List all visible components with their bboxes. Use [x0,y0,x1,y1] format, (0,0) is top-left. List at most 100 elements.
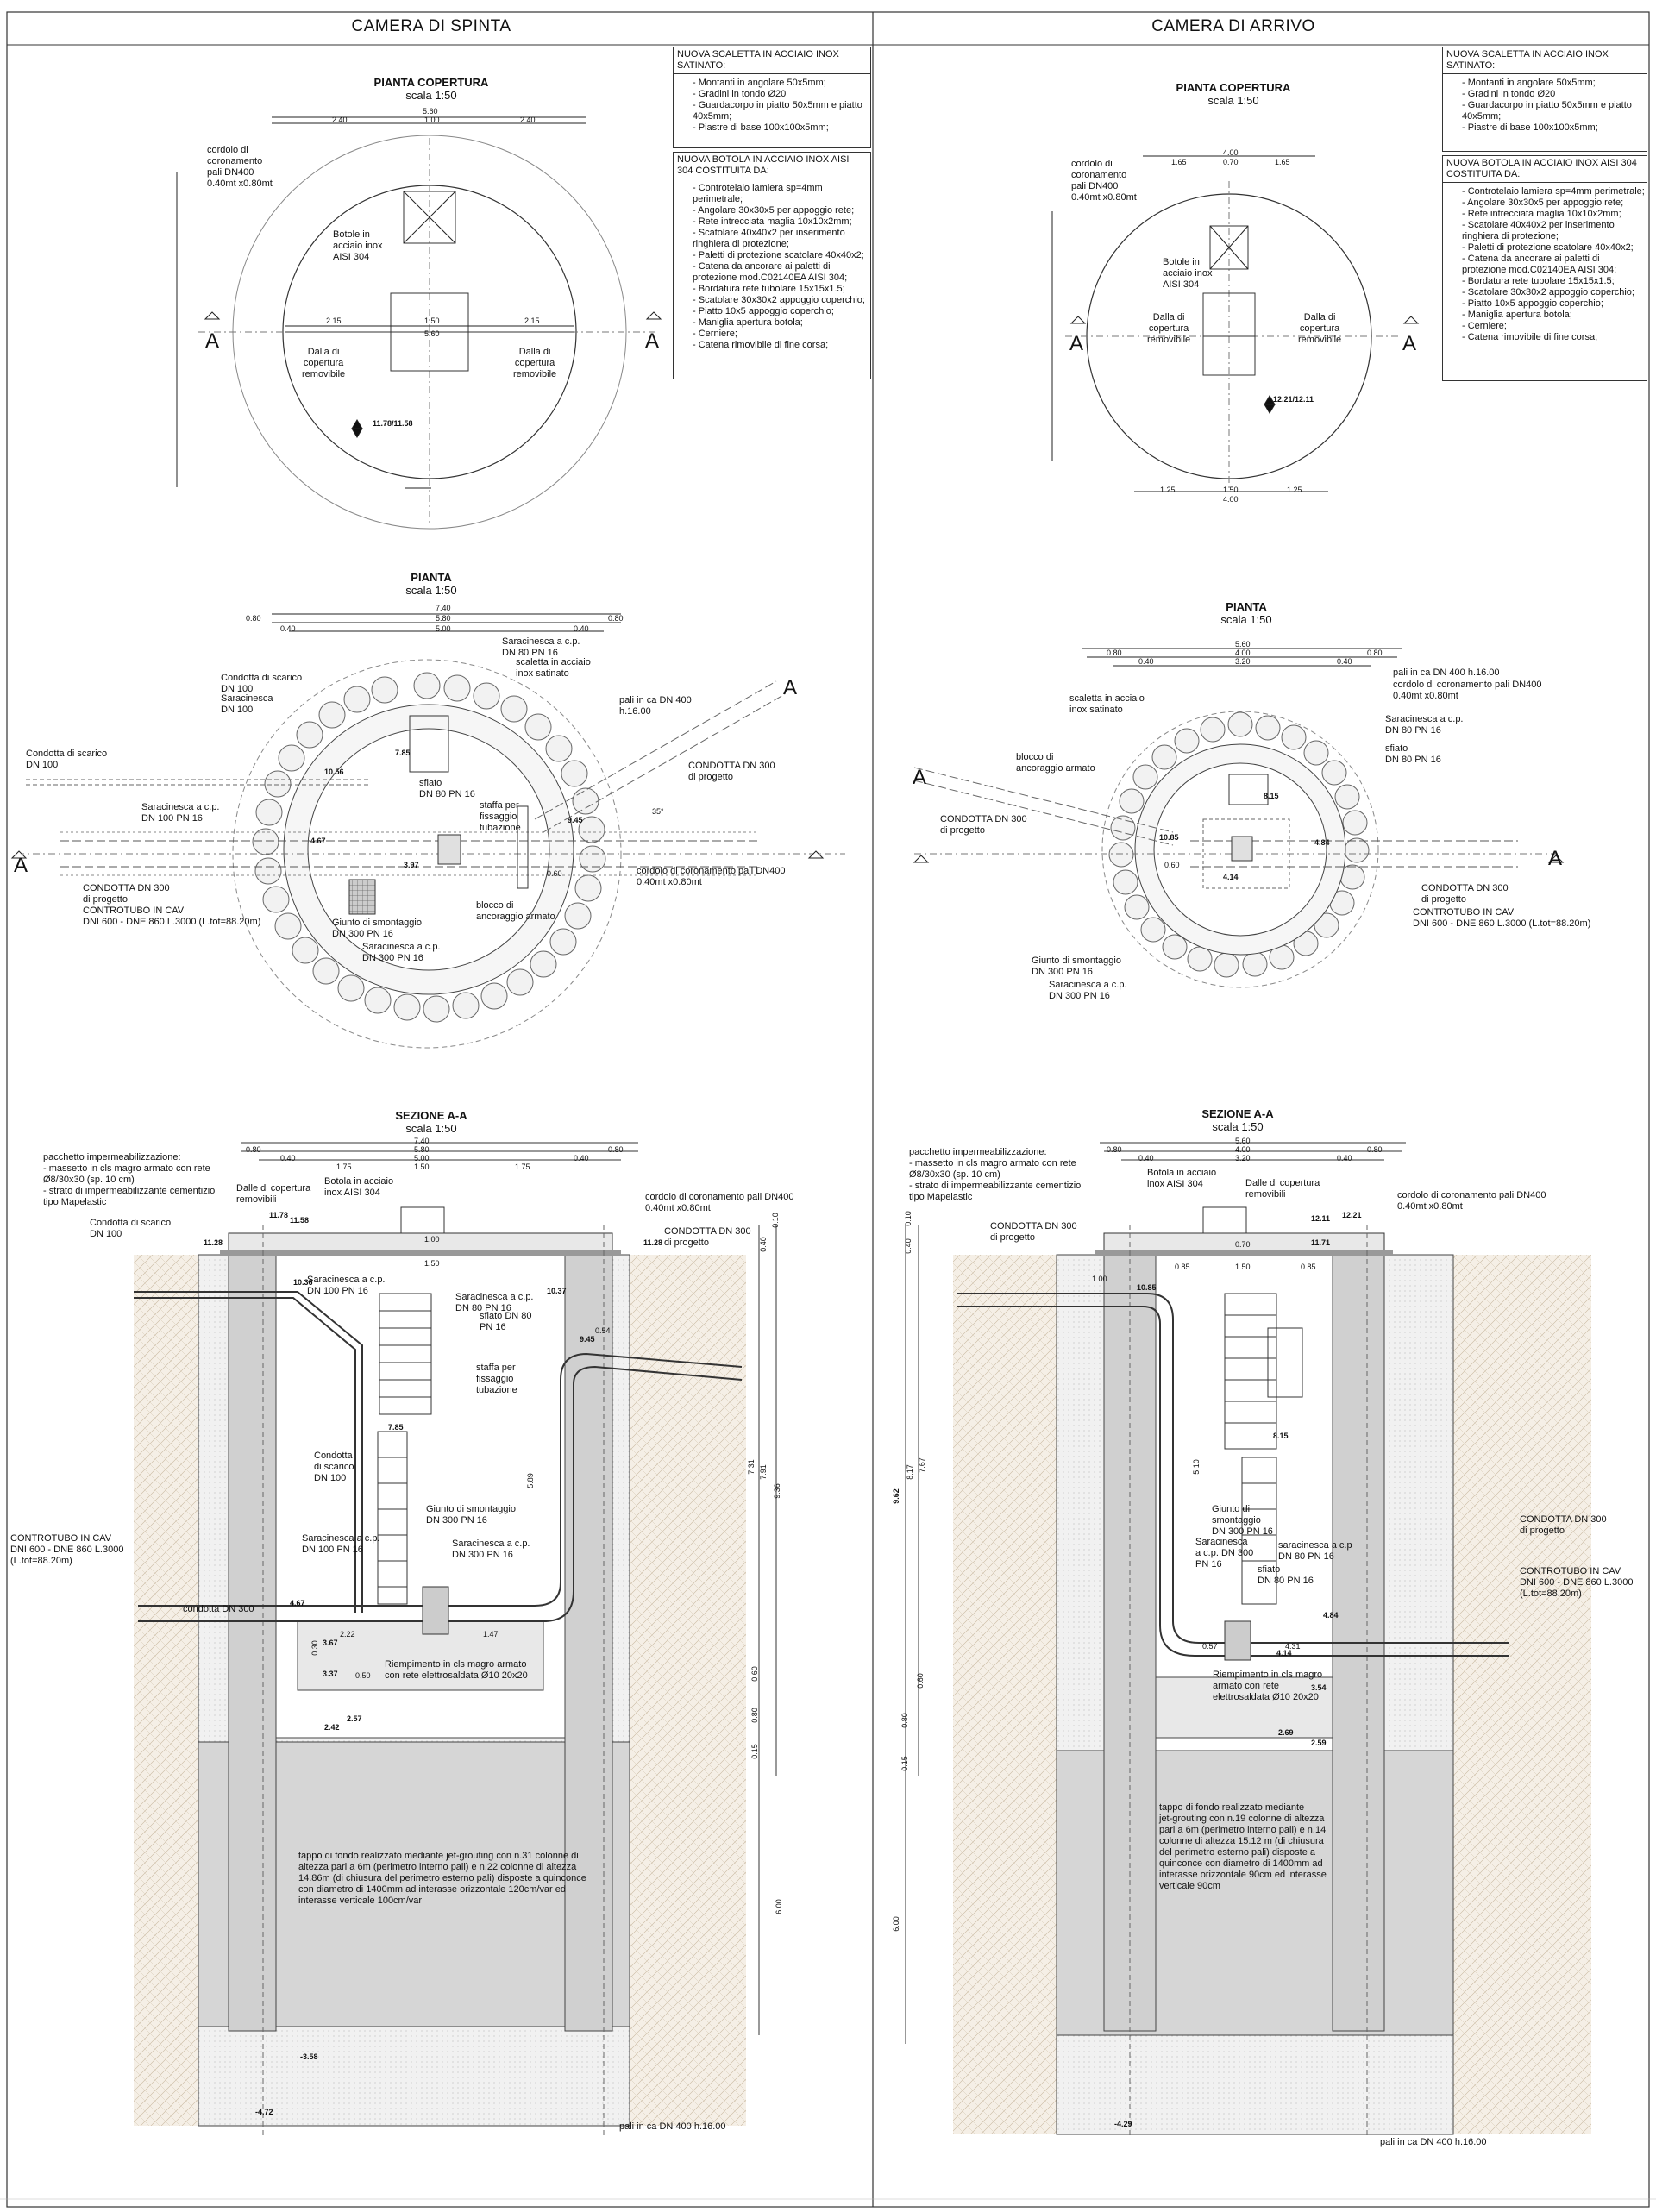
spec-item: Scatolare 30x30x2 appoggio coperchio; [1462,287,1647,298]
spec-item: Montanti in angolare 50x5mm; [1462,78,1647,89]
ls-elev: 11.58 [290,1216,310,1225]
dim-label: 6.00 [774,1899,783,1914]
left-cover-cordolo-label: cordolo di coronamento pali DN400 0.40mt… [207,145,273,189]
rs-riemp: Riempimento in cls magro armato con rete… [1213,1670,1323,1702]
dim-label: 0.40 [280,1154,296,1162]
lp-section-a-right: A [783,676,798,699]
lp-sar-cp300: Saracinesca a c.p. DN 300 PN 16 [362,942,441,963]
dim-label: 1.75 [515,1162,530,1171]
spec-item: Paletti di protezione scatolare 40x40x2; [1462,242,1647,254]
rp-sfiato: sfiato DN 80 PN 16 [1385,743,1441,765]
dim-label: 1.50 [414,1162,430,1171]
dim-label: 1.00 [1092,1275,1107,1283]
rs-cordolo: cordolo di coronamento pali DN400 0.40mt… [1397,1190,1546,1212]
lp-sar-cp80: Saracinesca a c.p. DN 80 PN 16 [502,636,580,658]
left-cover-section-a-left: A [205,329,220,353]
left-section [134,1142,777,2139]
spec-item: Cerniere; [1462,321,1647,332]
left-spec-ladder-title: NUOVA SCALETTA IN ACCIAIO INOX SATINATO: [674,47,870,74]
dim-label: 7.40 [414,1137,430,1145]
spec-item: Rete intrecciata maglia 10x10x2mm; [1462,209,1647,220]
right-section-scale: scala 1:50 [1212,1120,1264,1133]
right-spec-ladder-title: NUOVA SCALETTA IN ACCIAIO INOX SATINATO: [1443,47,1647,74]
rp-blocco: blocco di ancoraggio armato [1016,752,1095,774]
ls-riemp: Riempimento in cls magro armato con rete… [385,1659,528,1681]
ls-elev: 2.42 [324,1723,340,1732]
ls-dalle: Dalle di copertura removibili [236,1183,311,1205]
dim-label: 0.80 [608,614,624,623]
left-plan [10,613,845,1049]
dim-label: 2.15 [326,316,342,325]
dim-label: 0.15 [750,1744,759,1759]
rs-cond300-r: CONDOTTA DN 300 di progetto [1520,1514,1607,1536]
spec-item: Controtelaio lamiera sp=4mm perimetrale; [1462,186,1647,197]
lp-giunto: Giunto di smontaggio DN 300 PN 16 [332,918,422,939]
rp-section-a-right: A [1548,847,1563,870]
spec-item: Maniglia apertura botola; [1462,310,1647,321]
rp-elev: 8.15 [1264,792,1279,800]
rp-giunto: Giunto di smontaggio DN 300 PN 16 [1032,956,1121,977]
ls-elev: 11.28 [204,1238,223,1247]
lp-elev: 4.67 [310,837,326,845]
ls-cond300: CONDOTTA DN 300 di progetto [664,1226,751,1248]
lp-elev: 3.97 [404,861,419,869]
lp-sar-cp100: Saracinesca a c.p. DN 100 PN 16 [141,802,220,824]
rs-pacchetto: pacchetto impermeabilizzazione: - masset… [909,1147,1082,1202]
lp-cond300-left: CONDOTTA DN 300 di progetto [83,883,170,905]
dim-label: 7.31 [746,1459,756,1475]
rp-d060: 0.60 [1164,861,1180,869]
dim-label: 4.00 [1235,1145,1251,1154]
dim-label: 1.65 [1171,158,1187,166]
left-spec-hatch: NUOVA BOTOLA IN ACCIAIO INOX AISI 304 CO… [673,152,871,379]
dim-label: 0.10 [770,1213,780,1228]
dim-label: 0.30 [310,1640,319,1656]
dim-label: 0.40 [280,624,296,633]
rs-elev: 12.21 [1342,1211,1362,1219]
ls-elev: -3.58 [300,2052,318,2061]
dim-label: 0.80 [1367,1145,1383,1154]
lp-cond300: CONDOTTA DN 300 di progetto [688,761,775,782]
dim-label: 5.00 [436,624,451,633]
rs-tappo: tappo di fondo realizzato mediante jet-g… [1159,1802,1327,1891]
rs-botola: Botola in acciaio inox AISI 304 [1147,1168,1217,1189]
dim-label: 5.00 [414,1154,430,1162]
right-cover-title-text: PIANTA COPERTURA [1176,81,1291,94]
right-plan-title-text: PIANTA [1226,600,1267,613]
rs-elev: 4.84 [1323,1611,1339,1620]
rs-elev: -4.29 [1114,2120,1132,2128]
dim-label: 5.60 [424,329,440,338]
right-cover-plan [1051,155,1420,492]
dim-label: 0.80 [900,1713,909,1728]
lp-d060: 0.60 [547,869,562,878]
ls-elev: 4.67 [290,1599,305,1607]
right-cover-dalla2-label: Dalla di copertura removibile [1298,312,1342,345]
dim-label: 4.00 [1223,148,1239,157]
dim-label: 7.91 [758,1464,768,1480]
lp-elev: 9.45 [568,816,583,824]
dim-label: 0.50 [355,1671,371,1680]
dim-label: 2.40 [332,116,348,124]
rs-elev: 12.11 [1311,1214,1331,1223]
dim-label: 1.50 [424,1259,440,1268]
right-section-title-text: SEZIONE A-A [1201,1107,1274,1120]
right-cover-plan-title: PIANTA COPERTURA scala 1:50 [1147,81,1320,107]
dim-label: 5.10 [1191,1459,1201,1475]
spec-item: Maniglia apertura botola; [693,317,870,329]
dim-label: 0.60 [915,1673,925,1689]
dim-label: 1.25 [1287,486,1302,494]
rs-pali: pali in ca DN 400 h.16.00 [1380,2137,1487,2147]
rs-sfiato: sfiato DN 80 PN 16 [1258,1564,1314,1586]
dim-label: 9.36 [772,1483,781,1499]
lp-controtubo: CONTROTUBO IN CAV DNI 600 - DNE 860 L.30… [83,905,261,927]
lp-cordolo: cordolo di coronamento pali DN400 0.40mt… [637,866,786,887]
ls-elev: 9.45 [580,1335,595,1344]
dim-label: 0.40 [758,1237,768,1252]
spec-item: Scatolare 40x40x2 per inserimento ringhi… [693,228,870,250]
rp-sar-cp300: Saracinesca a c.p. DN 300 PN 16 [1049,980,1127,1001]
spec-item: Bordatura rete tubolare 15x15x1.5; [1462,276,1647,287]
spec-item: Piatto 10x5 appoggio coperchio; [693,306,870,317]
spec-item: Controtelaio lamiera sp=4mm perimetrale; [693,183,870,205]
left-cover-scale: scala 1:50 [405,89,457,102]
rp-elev: 4.84 [1314,838,1330,847]
